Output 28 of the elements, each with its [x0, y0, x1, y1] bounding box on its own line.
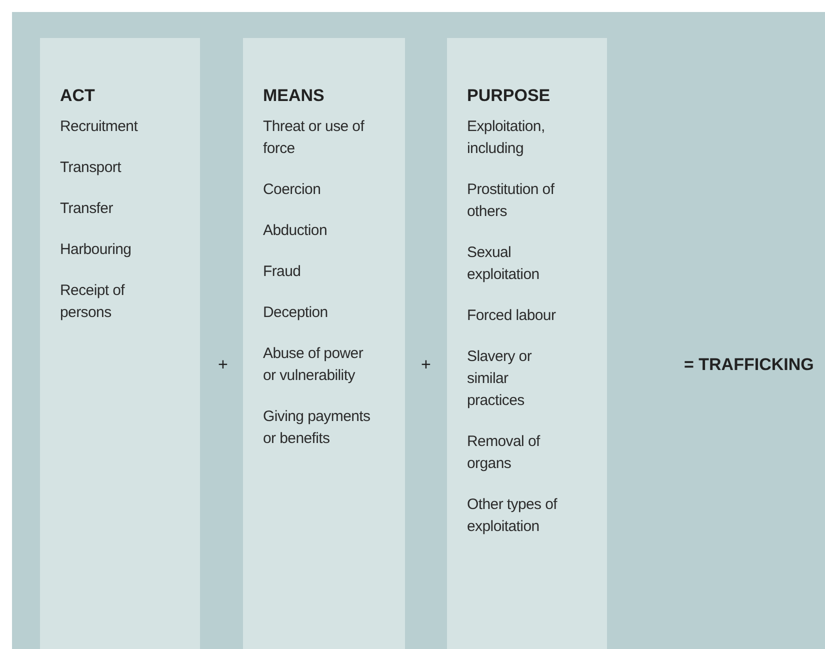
list-item: Forced labour: [467, 306, 557, 326]
list-item: Coercion: [263, 180, 322, 200]
list-item: Recruitment: [60, 117, 139, 137]
list-item: Removal of organs: [467, 432, 542, 474]
column-panel: [447, 38, 607, 649]
column-panel: [243, 38, 405, 649]
list-item: Transport: [60, 158, 122, 178]
list-item: Deception: [263, 303, 329, 323]
list-item: Abduction: [263, 221, 328, 241]
list-item: Other types of exploitation: [467, 495, 558, 537]
column-heading: ACT: [60, 85, 96, 107]
list-item: Sexual exploitation: [467, 243, 540, 285]
list-item: Receipt of persons: [60, 281, 126, 323]
list-item: Fraud: [263, 262, 302, 282]
list-item: Abuse of power or vulnerability: [263, 344, 364, 386]
plus-sign: +: [421, 355, 431, 375]
plus-sign: +: [218, 355, 228, 375]
list-item: Slavery or similar practices: [467, 347, 533, 411]
list-item: Threat or use of force: [263, 117, 366, 159]
column-heading: MEANS: [263, 85, 326, 107]
list-item: Harbouring: [60, 240, 132, 260]
result-label: = TRAFFICKING: [684, 355, 814, 375]
list-item: Giving payments or benefits: [263, 407, 372, 449]
list-item: Exploitation, including: [467, 117, 546, 159]
list-item: Prostitution of others: [467, 180, 556, 222]
column-heading: PURPOSE: [467, 85, 552, 107]
list-item: Transfer: [60, 199, 114, 219]
column-panel: [40, 38, 200, 649]
